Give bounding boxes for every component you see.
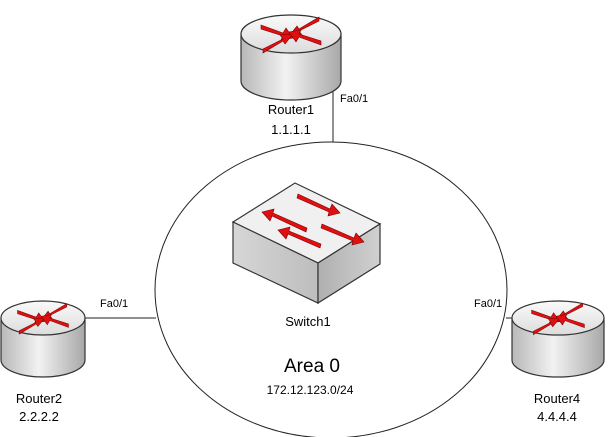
- switch1-icon[interactable]: [231, 182, 382, 305]
- router4-port-label: Fa0/1: [474, 298, 503, 310]
- router1-icon[interactable]: [240, 14, 342, 101]
- router1-port-label: Fa0/1: [340, 93, 369, 105]
- router1-name-label: Router1: [267, 102, 315, 117]
- area-subnet-label: 172.12.123.0/24: [266, 383, 354, 397]
- router4-name-label: Router4: [533, 391, 581, 406]
- router4-icon[interactable]: [511, 300, 605, 378]
- router2-icon[interactable]: [0, 300, 86, 378]
- router2-name-label: Router2: [15, 391, 63, 406]
- area-0-boundary: [154, 141, 508, 437]
- router2-ip-label: 2.2.2.2: [19, 409, 59, 424]
- switch1-name-label: Switch1: [285, 314, 331, 329]
- router1-ip-label: 1.1.1.1: [271, 122, 311, 137]
- area-name-label: Area 0: [284, 356, 340, 377]
- router4-ip-label: 4.4.4.4: [537, 409, 577, 424]
- router2-port-label: Fa0/1: [100, 298, 129, 310]
